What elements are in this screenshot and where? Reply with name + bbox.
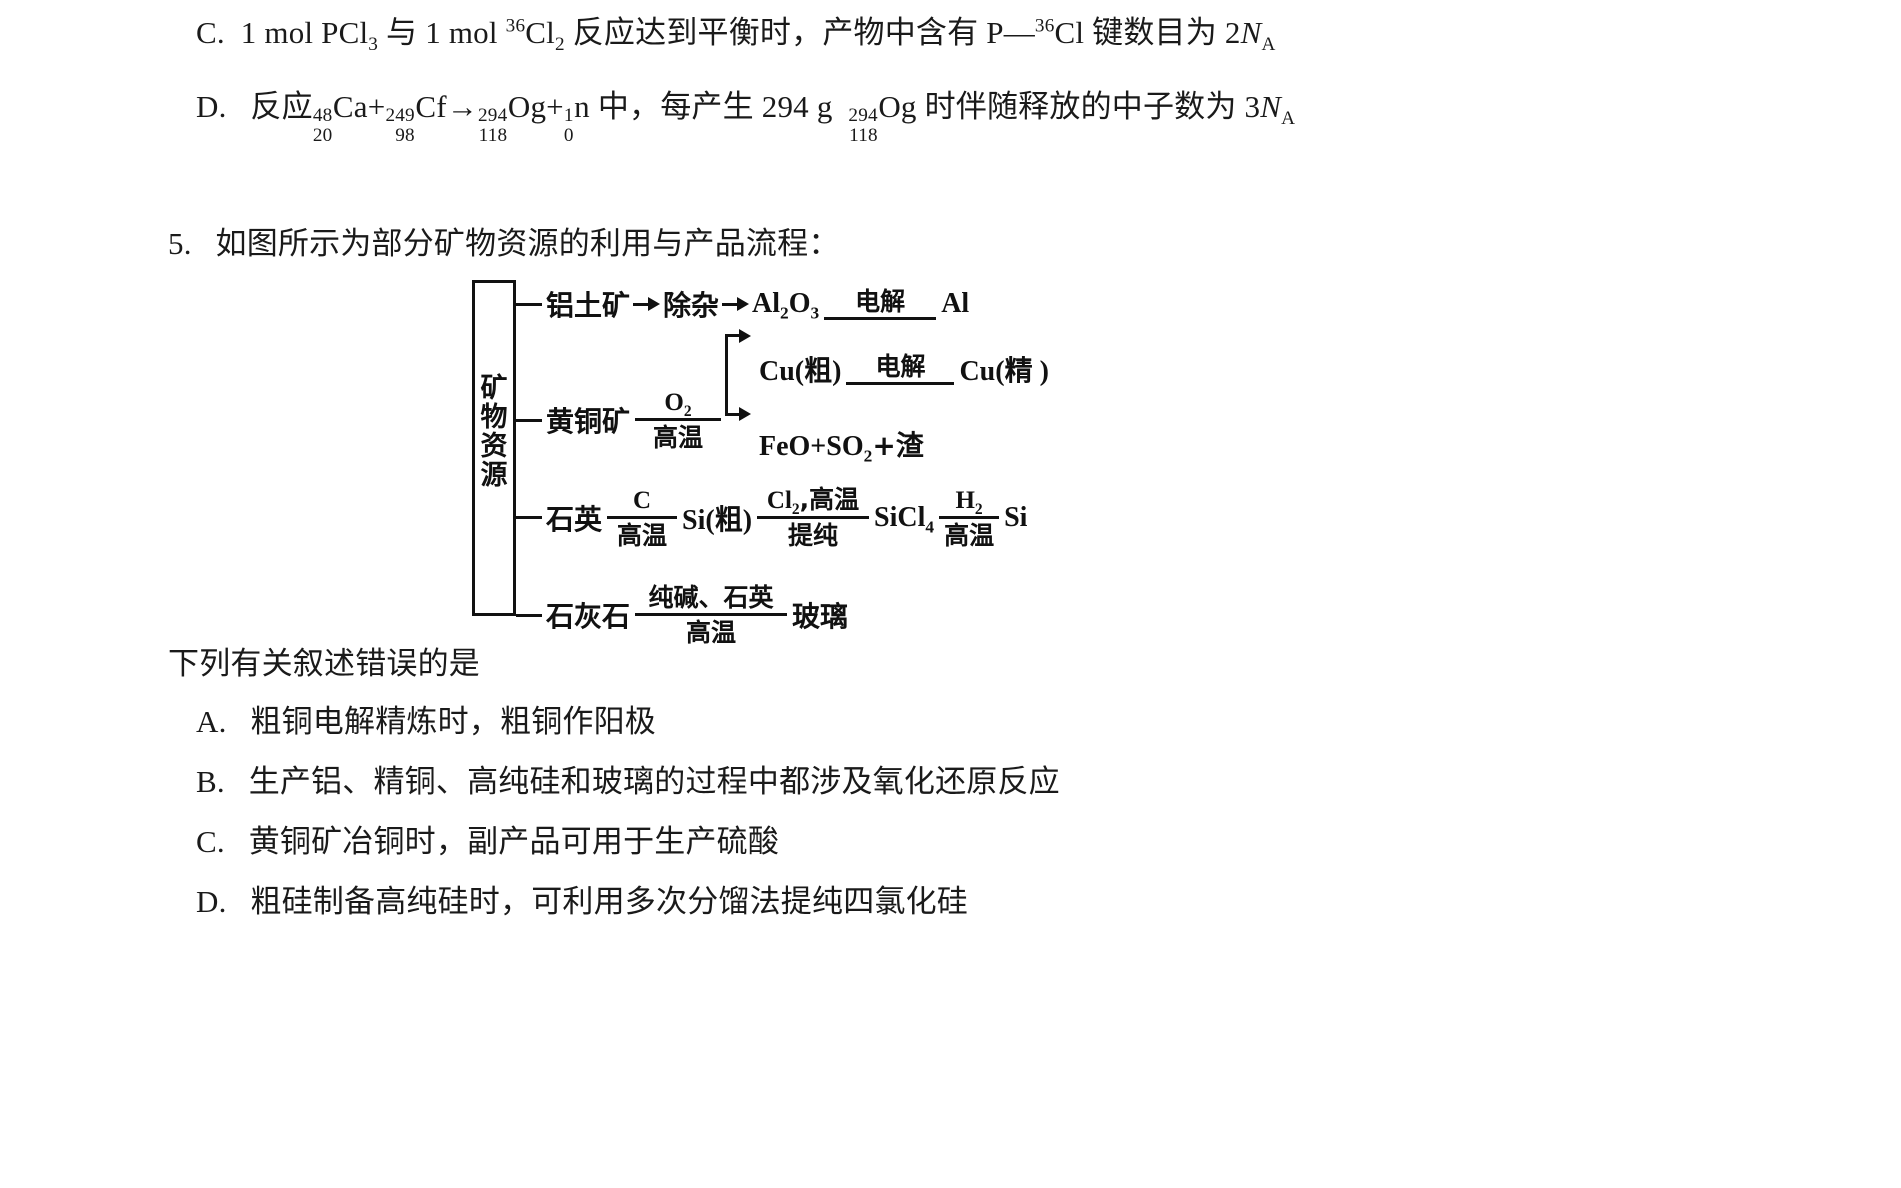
connector-tick-icon <box>516 516 542 519</box>
row-silicon-condition2-bottom: 提纯 <box>788 521 839 550</box>
conditioned-arrow-carbon-reduction: C 高温 <box>607 486 678 550</box>
row-glass-product: 玻璃 <box>792 600 849 633</box>
question-stem-text: 如图所示为部分矿物资源的利用与产品流程： <box>215 226 840 261</box>
diagram-row-copper-slag: FeO+SO2+渣 <box>759 424 924 466</box>
question-number: 5. <box>168 226 192 261</box>
option-line-a: A. 粗铜电解精炼时，粗铜作阳极 <box>196 703 656 742</box>
diagram-row-glass: 石灰石 纯碱、石英 高温 玻璃 <box>516 585 848 645</box>
row-silicon-intermediate2: SiCl4 <box>874 501 935 537</box>
arrow-icon <box>633 297 661 311</box>
row-aluminium-product: Al <box>941 288 970 319</box>
connector-tick-icon <box>516 613 542 617</box>
row-copper-refine-top: 电解 <box>875 351 926 381</box>
question-stem: 5. 如图所示为部分矿物资源的利用与产品流程： <box>168 218 840 263</box>
row-silicon-condition2-top: Cl2,高温 <box>766 485 860 518</box>
row-silicon-condition3-top: H2 <box>955 486 983 518</box>
conditioned-arrow-glass-melt: 纯碱、石英 高温 <box>635 583 788 647</box>
diagram-row-aluminium: 铝土矿 除杂 Al2O3 电解 Al <box>516 284 969 324</box>
option-d-top-label: D. <box>196 89 227 124</box>
conditioned-arrow-roasting: O2 高温 <box>635 389 722 452</box>
option-b-label: B. <box>196 764 225 799</box>
option-line-c-bottom: C. 黄铜矿冶铜时，副产品可用于生产硫酸 <box>196 823 779 862</box>
row-copper-product: Cu(精 ) <box>959 356 1049 387</box>
option-d-text: 粗硅制备高纯硅时，可利用多次分馏法提纯四氯化硅 <box>250 884 969 919</box>
option-c-text: 黄铜矿冶铜时，副产品可用于生产硫酸 <box>248 824 780 859</box>
row-silicon-input: 石英 <box>546 502 603 536</box>
option-c-label: C. <box>196 824 225 859</box>
row-silicon-condition1-bottom: 高温 <box>617 520 668 550</box>
diagram-row-copper: 黄铜矿 O2 高温 <box>516 390 726 450</box>
branch-connector <box>725 329 751 421</box>
option-c-top-text: 1 mol PCl3 与 1 mol 36Cl2 反应达到平衡时，产物中含有 P… <box>232 15 1276 56</box>
option-a-text: 粗铜电解精炼时，粗铜作阳极 <box>250 704 657 739</box>
connector-tick-icon <box>516 302 542 306</box>
row-glass-condition-top: 纯碱、石英 <box>648 583 774 612</box>
conditioned-arrow-chlorination: Cl2,高温 提纯 <box>757 485 870 550</box>
option-c-top-label: C. <box>196 15 225 50</box>
conditioned-arrow-electrolysis: 电解 <box>824 286 937 320</box>
conditioned-arrow-copper-refine: 电解 <box>846 351 955 385</box>
row-glass-condition-bottom: 高温 <box>686 618 737 647</box>
row-copper-branch-lower: FeO+SO2+渣 <box>759 429 924 466</box>
diagram-row-silicon: 石英 C 高温 Si(粗) Cl2,高温 提纯 SiCl4 H2 高温 Si <box>516 487 1027 548</box>
row-silicon-intermediate1: Si(粗) <box>682 504 753 536</box>
row-silicon-condition1-top: C <box>632 486 652 514</box>
connector-tick-icon <box>516 418 542 422</box>
row-silicon-condition3-bottom: 高温 <box>944 520 995 550</box>
option-d-label: D. <box>196 884 227 919</box>
row-copper-input: 黄铜矿 <box>546 405 631 438</box>
mineral-resource-flow-diagram: 矿物资源 铝土矿 除杂 Al2O3 电解 Al 黄铜矿 O2 高温 <box>462 262 1162 645</box>
diagram-row-copper-crude: Cu(粗) 电解 Cu(精 ) <box>759 349 1049 389</box>
arrow-icon <box>722 297 750 311</box>
row-aluminium-condition-top: 电解 <box>855 286 906 316</box>
row-silicon-product: Si <box>1004 501 1028 533</box>
question-prompt: 下列有关叙述错误的是 <box>168 646 480 681</box>
option-line-b: B. 生产铝、精铜、高纯硅和玻璃的过程中都涉及氧化还原反应 <box>196 763 1060 802</box>
row-aluminium-input: 铝土矿 <box>546 289 631 322</box>
row-copper-branch-upper: Cu(粗) <box>759 356 842 387</box>
row-copper-condition-top: O2 <box>664 389 692 420</box>
option-line-c-top: C. 1 mol PCl3 与 1 mol 36Cl2 反应达到平衡时，产物中含… <box>196 14 1276 56</box>
source-label: 矿物资源 <box>480 373 508 492</box>
row-aluminium-step1: 除杂 <box>663 289 720 322</box>
row-copper-condition-bottom: 高温 <box>653 423 704 452</box>
row-aluminium-intermediate: Al2O3 <box>752 288 820 323</box>
option-line-d-bottom: D. 粗硅制备高纯硅时，可利用多次分馏法提纯四氯化硅 <box>196 883 968 922</box>
conditioned-arrow-hydrogen-reduction: H2 高温 <box>939 486 1000 550</box>
row-glass-input: 石灰石 <box>546 600 631 633</box>
option-a-label: A. <box>196 704 227 739</box>
option-b-text: 生产铝、精铜、高纯硅和玻璃的过程中都涉及氧化还原反应 <box>248 764 1060 799</box>
source-bracket-box <box>472 280 516 616</box>
